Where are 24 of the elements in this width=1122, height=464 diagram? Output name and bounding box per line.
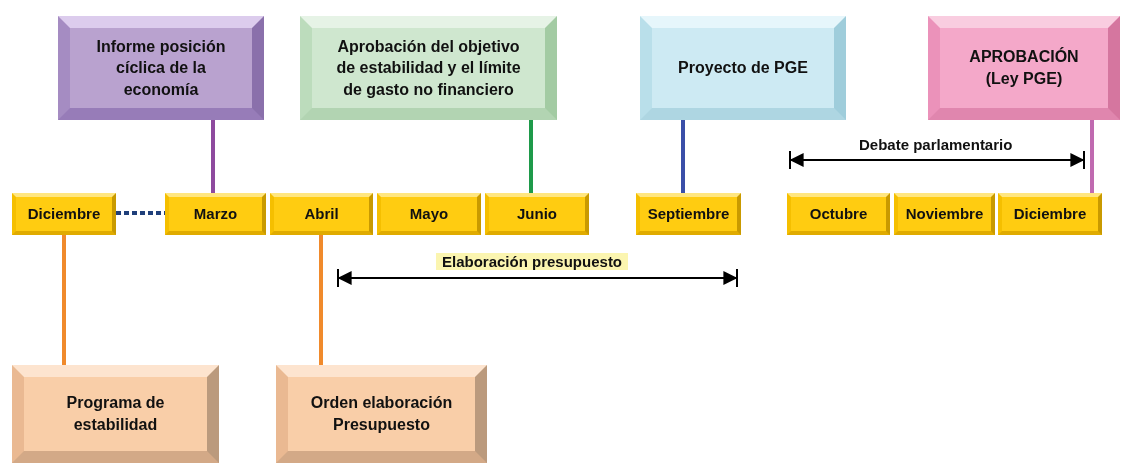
month-box: Marzo bbox=[165, 193, 266, 235]
connector-line bbox=[529, 120, 533, 193]
milestone-box: Aprobación del objetivo de estabilidad y el límite de gasto no financiero bbox=[300, 16, 557, 120]
connector-line bbox=[62, 235, 66, 365]
month-box: Noviembre bbox=[894, 193, 995, 235]
month-box: Mayo bbox=[377, 193, 481, 235]
connector-line bbox=[1090, 120, 1094, 193]
connector-line bbox=[319, 235, 323, 365]
month-box: Diciembre bbox=[12, 193, 116, 235]
milestone-box: Orden elaboración Presupuesto bbox=[276, 365, 487, 463]
connector-line bbox=[681, 120, 685, 193]
connector-line bbox=[211, 120, 215, 193]
milestone-box: Proyecto de PGE bbox=[640, 16, 846, 120]
month-box: Septiembre bbox=[636, 193, 741, 235]
month-box: Octubre bbox=[787, 193, 890, 235]
month-box: Junio bbox=[485, 193, 589, 235]
span-label: Debate parlamentario bbox=[858, 136, 1014, 153]
connector-line bbox=[116, 211, 165, 215]
milestone-box: Programa de estabilidad bbox=[12, 365, 219, 463]
month-box: Diciembre bbox=[998, 193, 1102, 235]
milestone-box: APROBACIÓN (Ley PGE) bbox=[928, 16, 1120, 120]
month-box: Abril bbox=[270, 193, 373, 235]
milestone-box: Informe posición cíclica de la economía bbox=[58, 16, 264, 120]
span-label: Elaboración presupuesto bbox=[436, 253, 629, 270]
